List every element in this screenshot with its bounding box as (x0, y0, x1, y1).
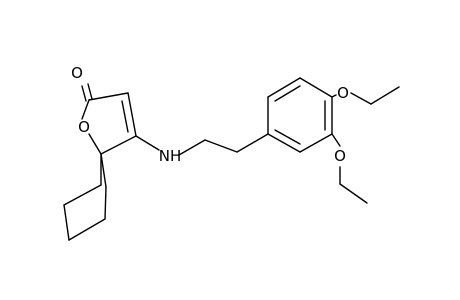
bond-ar-3 (299, 77, 333, 98)
benzene-ring (267, 77, 333, 153)
bond-cy-1 (100, 153, 107, 188)
amine-label: NH (159, 147, 182, 165)
bond-ch2-ch2 (204, 139, 238, 153)
bond-cn-n (135, 135, 160, 151)
bond-ar-5 (299, 133, 333, 153)
bond-cy-2 (104, 186, 107, 220)
bond-ch-cn-inner (121, 100, 129, 133)
bond-ar-inner-1 (274, 85, 301, 102)
amine-linker (135, 133, 269, 156)
bond-ar-6 (267, 133, 301, 153)
bond-ar-inner-3 (274, 129, 301, 145)
ethoxy-groups (331, 86, 400, 204)
bond-cy-3 (68, 218, 106, 241)
lactone-ring (81, 83, 137, 155)
bond-ar-o1 (331, 94, 337, 98)
carbonyl-oxygen-label: O (71, 64, 83, 82)
ring-oxygen-label: O (78, 118, 90, 136)
bond-spiro-ringo (88, 133, 102, 155)
bond-ch2-ch3-1 (370, 86, 400, 105)
bond-ar-o2 (331, 133, 341, 147)
bond-carbonyl-1 (87, 83, 93, 100)
bond-carbonyl-2 (81, 85, 87, 102)
bond-ar-2 (267, 77, 301, 98)
bond-ch2-ch3-2 (339, 183, 368, 204)
bond-n-ch2 (178, 139, 206, 156)
bond-cn-spiro (100, 135, 137, 155)
atom-labels: O O NH O O (71, 64, 349, 165)
bond-ch-cn (127, 92, 137, 137)
ether-oxygen-2-label: O (334, 147, 346, 165)
bond-ch2-ar (236, 133, 269, 153)
bond-cy-4 (63, 204, 70, 241)
bond-o1-ch2 (350, 92, 372, 105)
bond-ringo-co (81, 99, 90, 120)
bond-co-ch (88, 92, 129, 101)
bond-cy-5 (63, 184, 102, 206)
ether-oxygen-1-label: O (337, 84, 349, 102)
cyclohexane-ring (63, 153, 107, 241)
